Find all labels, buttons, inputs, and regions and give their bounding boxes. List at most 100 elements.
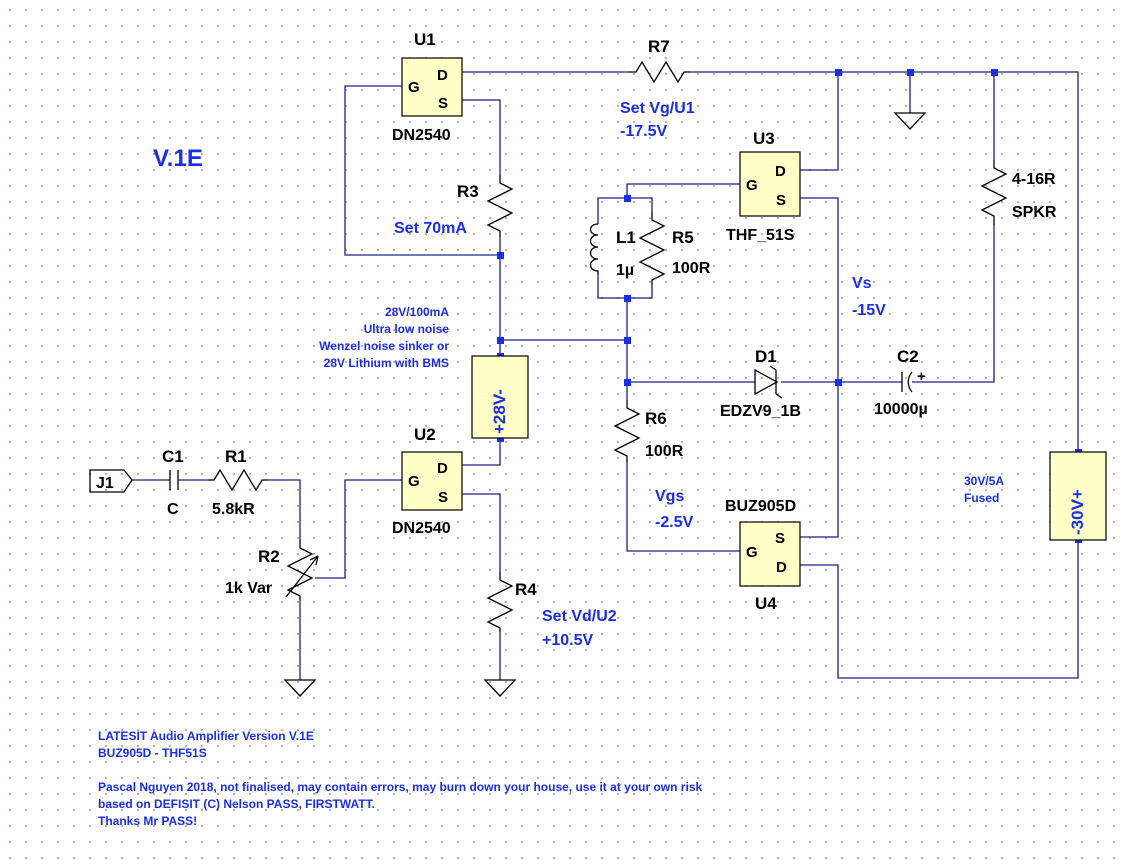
svg-text:28V Lithium with BMS: 28V Lithium with BMS (324, 356, 449, 370)
svg-text:5.8kR: 5.8kR (212, 501, 255, 518)
capacitor-c2[interactable]: C2 + 10000µ (874, 347, 928, 418)
supply-30v[interactable]: -30V+ (1049, 451, 1107, 541)
junction-node (497, 252, 504, 259)
svg-text:Pascal Nguyen 2018, not finali: Pascal Nguyen 2018, not finalised, may c… (98, 780, 702, 794)
svg-text:LATESIT Audio Amplifier Versio: LATESIT Audio Amplifier Version V.1E (98, 729, 314, 743)
u2-ref: U2 (414, 425, 436, 444)
svg-text:-30V+: -30V+ (1068, 489, 1087, 535)
input-connector-j1[interactable]: J1 (89, 469, 133, 493)
zener-diode-d1[interactable]: D1 EDZV9_1B (720, 347, 801, 420)
svg-text:100R: 100R (645, 443, 684, 460)
junction-node (907, 69, 914, 76)
transistor-u1[interactable]: G D S U1 DN2540 (392, 30, 463, 144)
u3-part: THF_51S (726, 227, 795, 244)
svg-text:D: D (775, 163, 786, 180)
annotation-set-70ma: Set 70mA (394, 220, 467, 237)
svg-text:R2: R2 (258, 547, 280, 566)
annotation-vgs-value: -2.5V (655, 514, 694, 531)
potentiometer-r2[interactable]: R2 1k Var (225, 540, 319, 600)
junction-node (624, 295, 631, 302)
resistor-r7[interactable]: R7 (628, 37, 690, 84)
svg-text:1µ: 1µ (616, 262, 634, 279)
wires (132, 71, 1079, 680)
svg-text:100R: 100R (672, 260, 711, 277)
svg-text:30V/5A: 30V/5A (964, 474, 1004, 488)
svg-text:Wenzel noise sinker or: Wenzel noise sinker or (319, 339, 449, 353)
svg-text:R1: R1 (225, 447, 247, 466)
resistor-r3[interactable]: R3 (457, 175, 514, 237)
transistor-u4[interactable]: G S D BUZ905D U4 (725, 498, 801, 613)
u1-ref: U1 (414, 30, 436, 49)
svg-text:+: + (917, 368, 926, 385)
svg-text:G: G (408, 79, 420, 96)
annotation-vgs: Vgs (655, 488, 684, 505)
resistor-r4[interactable]: R4 (486, 572, 537, 632)
supply-28v-note: 28V/100mA Ultra low noise Wenzel noise s… (319, 305, 449, 370)
ground-icon (283, 679, 317, 697)
speaker-spkr[interactable]: 4-16R SPKR (980, 160, 1057, 225)
svg-text:Thanks Mr PASS!: Thanks Mr PASS! (98, 814, 197, 828)
svg-text:Ultra low noise: Ultra low noise (364, 322, 450, 336)
annotation-vs: Vs (852, 275, 872, 292)
svg-text:C: C (167, 501, 179, 518)
svg-text:S: S (438, 489, 448, 506)
annotation-set-vg-u1-value: -17.5V (620, 123, 667, 140)
junction-node (835, 379, 842, 386)
svg-text:10000µ: 10000µ (874, 401, 928, 418)
svg-text:R7: R7 (648, 37, 670, 56)
junction-node (497, 337, 504, 344)
svg-text:SPKR: SPKR (1012, 204, 1057, 221)
svg-text:R6: R6 (645, 409, 667, 428)
svg-text:R5: R5 (672, 228, 694, 247)
svg-text:D1: D1 (755, 347, 777, 366)
u1-part: DN2540 (392, 127, 451, 144)
resistor-r1[interactable]: R1 5.8kR (208, 447, 268, 518)
junction-node (835, 69, 842, 76)
resistor-r6[interactable]: R6 100R (613, 400, 684, 462)
svg-text:C1: C1 (162, 447, 184, 466)
ground-icon (893, 112, 927, 130)
u3-ref: U3 (753, 129, 775, 148)
svg-text:D: D (437, 460, 448, 477)
annotation-set-vg-u1: Set Vg/U1 (620, 100, 695, 117)
u4-part: BUZ905D (725, 498, 796, 515)
supply-28v[interactable]: +28V- (471, 355, 529, 439)
ground-icon (483, 679, 517, 697)
footer-notes: LATESIT Audio Amplifier Version V.1E BUZ… (98, 729, 702, 828)
schematic-title: V.1E (153, 145, 203, 172)
transistor-u3[interactable]: G D S U3 THF_51S (726, 129, 801, 244)
svg-text:R4: R4 (515, 580, 537, 599)
svg-text:G: G (746, 177, 758, 194)
svg-text:J1: J1 (96, 475, 114, 492)
svg-text:C2: C2 (897, 347, 919, 366)
resistor-r5[interactable]: R5 100R (638, 212, 711, 285)
annotation-set-vd-u2-value: +10.5V (542, 632, 593, 649)
annotation-vs-value: -15V (852, 302, 886, 319)
transistor-u2[interactable]: G D S U2 DN2540 (392, 425, 463, 537)
svg-text:28V/100mA: 28V/100mA (385, 305, 449, 319)
svg-text:4-16R: 4-16R (1012, 171, 1056, 188)
u2-part: DN2540 (392, 520, 451, 537)
svg-text:EDZV9_1B: EDZV9_1B (720, 403, 801, 420)
svg-text:D: D (437, 67, 448, 84)
svg-text:S: S (775, 530, 785, 547)
svg-text:1k Var: 1k Var (225, 580, 272, 597)
junction-node (991, 69, 998, 76)
svg-text:BUZ905D - THF51S: BUZ905D - THF51S (98, 746, 207, 760)
u4-ref: U4 (755, 594, 777, 613)
junction-node (624, 195, 631, 202)
svg-text:Fused: Fused (964, 491, 999, 505)
svg-text:S: S (438, 95, 448, 112)
svg-text:S: S (776, 192, 786, 209)
svg-text:+28V-: +28V- (490, 389, 509, 434)
svg-text:G: G (746, 544, 758, 561)
svg-text:based on DEFISIT (C) Nelson PA: based on DEFISIT (C) Nelson PASS, FIRSTW… (98, 797, 375, 811)
capacitor-c1[interactable]: C1 C (162, 447, 184, 518)
svg-text:L1: L1 (616, 228, 636, 247)
inductor-l1[interactable]: L1 1µ (589, 223, 636, 279)
supply-30v-note: 30V/5A Fused (964, 474, 1004, 505)
annotation-set-vd-u2: Set Vd/U2 (542, 608, 617, 625)
svg-text:G: G (408, 473, 420, 490)
junction-node (624, 337, 631, 344)
